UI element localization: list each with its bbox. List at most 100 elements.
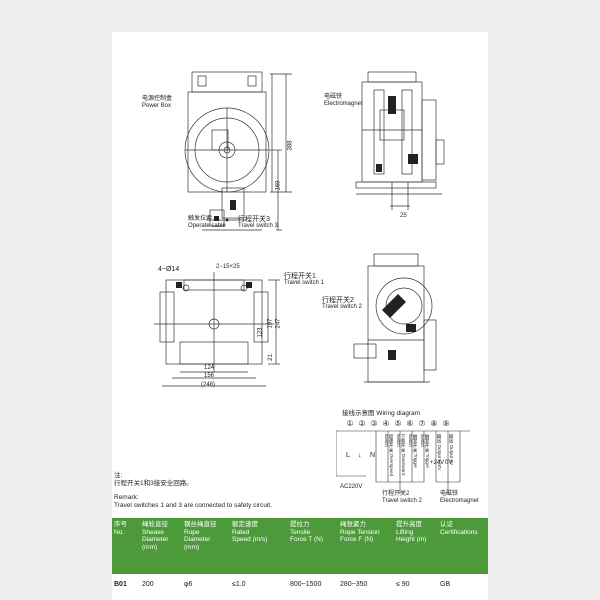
cell-rope-tension: 280~350 — [340, 581, 368, 588]
label-power-box: 电源控制盒 Power Box — [142, 96, 172, 110]
th-lifting-height-en: Lifting Height (m) — [396, 528, 427, 544]
th-rope-tension-en: Rope Tension Force F (N) — [340, 528, 380, 544]
dim-197: 197 — [267, 318, 274, 329]
label-operate-cable: 触发拉索 Operate cable — [188, 216, 226, 230]
dim-248: (248) — [201, 382, 216, 388]
th-lifting-height-zh: 提升高度 — [396, 521, 422, 528]
label-electromagnet-top-en: Electromagnet — [324, 101, 363, 107]
note-zh-body: 行程开关1和3接安全回路。 — [114, 480, 193, 487]
plan-view-drawing — [154, 272, 280, 387]
terminal-7: ⑦ — [418, 419, 426, 428]
dim-388: 388 — [287, 140, 294, 151]
dim-21: 21 — [267, 354, 274, 361]
label-power-box-zh: 电源控制盒 — [142, 96, 173, 102]
th-certifications: 认证 Certifications — [440, 521, 478, 536]
th-sheave-diameter: 绳轮直径 Sheave Diameter (mm) — [142, 521, 184, 551]
desc-trigger-switch-a: 触发开关 Trigger switch — [408, 434, 418, 469]
signal-n: N — [370, 452, 376, 459]
desc-overspeed-switch: 超速开关 Overspeed switch — [384, 434, 394, 477]
label-travel-switch-1: 行程开关1 Travel switch 1 — [284, 273, 324, 287]
th-certifications-en: Certifications — [440, 528, 478, 536]
signal-l: L — [346, 452, 350, 459]
wiring-electromagnet-en: Electromagnet — [440, 498, 479, 504]
desc-downward-switch: 下限开关 Downward switch — [396, 434, 406, 476]
th-tensile-force: 提拉力 Tensile Force T (N) — [290, 521, 326, 544]
dim-247: 247 — [275, 318, 282, 329]
th-no-zh: 序号 — [114, 521, 127, 528]
wiring-diagram-title: 接线示意图 Wiring diagram — [342, 410, 421, 417]
cell-lifting-height: ≤ 90 — [396, 581, 410, 588]
cell-no: B01 — [114, 581, 127, 588]
dim-123: 123 — [257, 327, 264, 338]
cell-tensile-force: 800~1500 — [290, 581, 322, 588]
label-travel-switch-1-zh: 行程开关1 — [284, 273, 316, 280]
th-lifting-height: 提升高度 Lifting Height (m) — [396, 521, 432, 544]
front-view-drawing — [184, 71, 292, 231]
terminal-5: ⑤ — [394, 419, 402, 428]
th-tensile-force-zh: 提拉力 — [290, 521, 310, 528]
dim-169: 169 — [275, 180, 282, 191]
label-travel-switch-3-en: Travel switch 3 — [238, 223, 278, 229]
label-travel-switch-3: 行程开关3 Travel switch 3 — [238, 216, 278, 230]
th-rope-tension: 绳张紧力 Rope Tension Force F (N) — [340, 521, 382, 544]
label-travel-switch-2: 行程开关2 Travel switch 2 — [322, 297, 362, 311]
side-view-drawing — [355, 71, 445, 210]
terminal-3: ③ — [370, 419, 378, 428]
th-rope-diameter: 钢丝绳直径 Rope Diameter (mm) — [184, 521, 226, 551]
desc-trigger-switch-b: 触发开关 Trigger switch — [420, 434, 430, 469]
label-power-box-en: Power Box — [142, 103, 172, 109]
wiring-electromagnet-zh: 电磁铁 — [440, 491, 459, 497]
label-travel-switch-3-zh: 行程开关3 — [238, 216, 270, 223]
th-no: 序号 No. — [114, 521, 127, 536]
dim-124: 124 — [204, 365, 215, 371]
label-operate-cable-en: Operate cable — [188, 223, 226, 229]
dim-25: 25 — [400, 213, 407, 219]
wiring-0v: 0V — [445, 460, 453, 466]
note-zh-title: 注: — [114, 472, 123, 479]
label-operate-cable-zh: 触发拉索 — [188, 216, 213, 222]
th-rated-speed-en: Rated Speed (m/s) — [232, 528, 268, 544]
th-rope-diameter-en: Rope Diameter (mm) — [184, 528, 211, 551]
terminal-9: ⑨ — [442, 419, 450, 428]
wiring-24v: +24V — [430, 460, 445, 466]
cell-rated-speed: ≤1.0 — [232, 581, 246, 588]
label-travel-switch-2-zh: 行程开关2 — [322, 297, 354, 304]
terminal-8: ⑧ — [430, 419, 438, 428]
th-sheave-diameter-en: Sheave Diameter (mm) — [142, 528, 169, 551]
dim-holes: 4−Ø14 — [158, 266, 180, 273]
th-rated-speed: 额定速度 Rated Speed (m/s) — [232, 521, 268, 544]
th-rope-tension-zh: 绳张紧力 — [340, 521, 366, 528]
wiring-travel-switch-2-en: Travel switch 2 — [382, 498, 422, 504]
terminal-4: ④ — [382, 419, 390, 428]
dim-156: 156 — [204, 373, 215, 379]
terminal-6: ⑥ — [406, 419, 414, 428]
th-no-en: No. — [114, 528, 125, 536]
wiring-diagram-lines — [336, 430, 470, 494]
rear-view-drawing — [353, 253, 437, 383]
desc-output-0v: 输出 Output 0V — [449, 434, 454, 466]
wiring-travel-switch-2: 行程开关2 Travel switch 2 — [382, 491, 422, 505]
wiring-travel-switch-2-zh: 行程开关2 — [382, 491, 410, 497]
dim-slot: 2−15×25 — [216, 264, 240, 270]
th-sheave-diameter-zh: 绳轮直径 — [142, 521, 168, 528]
label-electromagnet-top-zh: 电磁铁 — [324, 94, 343, 100]
cell-rope-diameter: φ6 — [184, 581, 193, 588]
wiring-ac220v: AC220V — [340, 484, 363, 490]
th-rope-diameter-zh: 钢丝绳直径 — [184, 521, 217, 528]
th-certifications-zh: 认证 — [440, 521, 453, 528]
signal-ground: ↓ — [358, 452, 362, 459]
wiring-electromagnet: 电磁铁 Electromagnet — [440, 491, 479, 505]
th-rated-speed-zh: 额定速度 — [232, 521, 258, 528]
th-tensile-force-en: Tensile Force T (N) — [290, 528, 323, 544]
catalog-sheet: 388 169 电源控制盒 Power Box 触发拉索 Operate cab… — [112, 32, 488, 600]
cell-sheave-diameter: 200 — [142, 581, 154, 588]
label-travel-switch-1-en: Travel switch 1 — [284, 280, 324, 286]
label-travel-switch-2-en: Travel switch 2 — [322, 304, 362, 310]
spec-table-header: 序号 No. 绳轮直径 Sheave Diameter (mm) 钢丝绳直径 R… — [112, 518, 488, 574]
desc-output-24v: 输出 Output +24V — [437, 434, 442, 471]
terminal-1: ① — [346, 419, 354, 428]
terminal-2: ② — [358, 419, 366, 428]
cell-certifications: GB — [440, 581, 451, 588]
note-en-body: Travel switches 1 and 3 are connected to… — [114, 502, 273, 509]
label-electromagnet-top: 电磁铁 Electromagnet — [324, 94, 363, 108]
